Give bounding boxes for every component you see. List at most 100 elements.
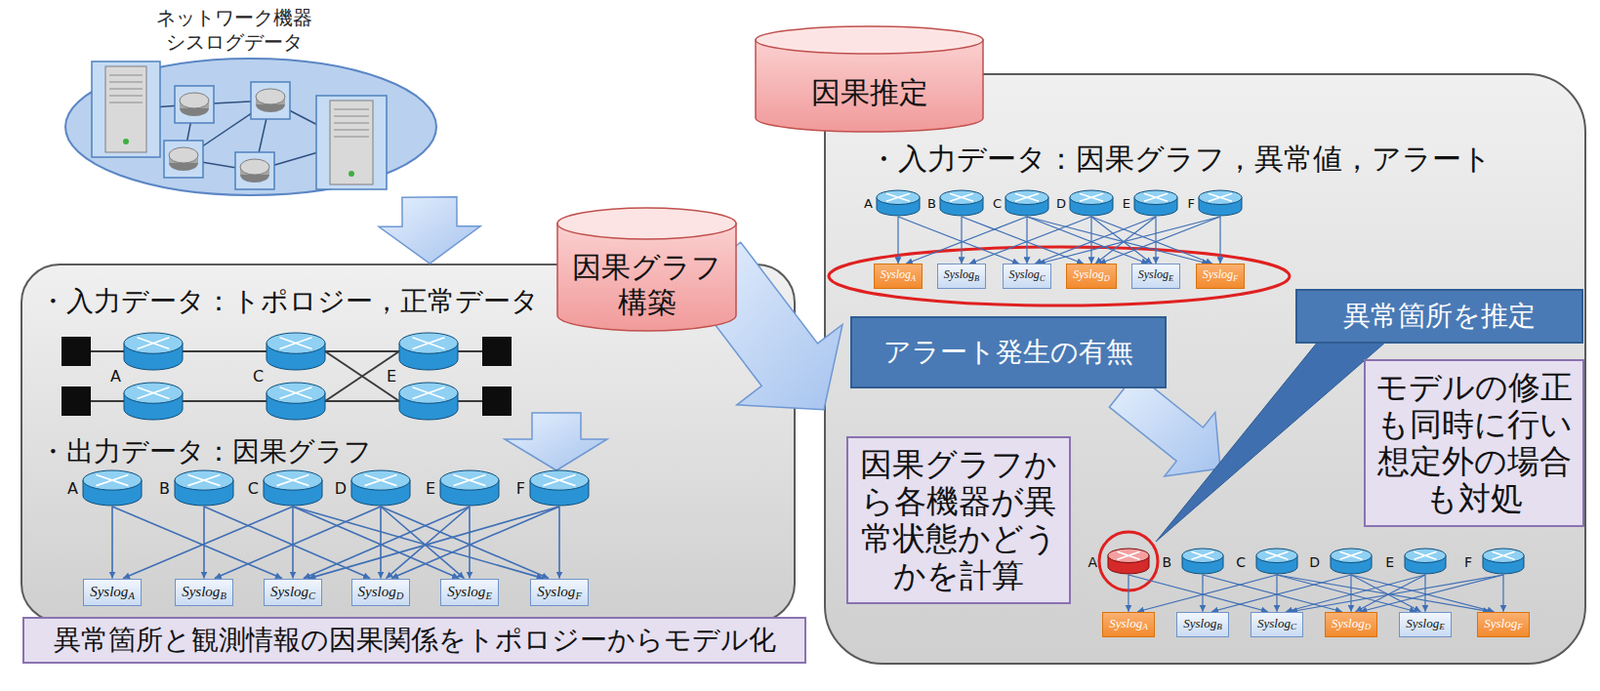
syslog-text: B (219, 590, 226, 602)
router-arrows (1015, 193, 1039, 202)
router-top (1182, 548, 1224, 564)
syslog-text: B (974, 274, 980, 284)
router-node: D (1068, 189, 1114, 217)
router-arrows (453, 475, 487, 487)
syslog-text: F (1517, 621, 1523, 632)
router-outline (1107, 547, 1150, 575)
router-top (440, 470, 499, 491)
router-icon (1005, 190, 1049, 216)
router-outline (875, 189, 921, 217)
router-arrows (280, 337, 313, 350)
syslog-text: F (574, 590, 581, 602)
summary-band: 異常箇所と観測情報の因果関係をトポロジーからモデル化 (22, 616, 807, 664)
router-icon (1069, 190, 1113, 216)
node-text: アラート発生の有無 (883, 336, 1134, 369)
topology-link (457, 350, 483, 353)
router-top (123, 332, 183, 354)
router-icon (1330, 548, 1372, 575)
syslog-box: SyslogD (351, 578, 411, 608)
router-letter: E (425, 480, 436, 498)
router-outline (1068, 189, 1114, 217)
syslog-text: A (1142, 621, 1149, 632)
router-outline (439, 469, 500, 507)
flow-arrow (1108, 373, 1221, 477)
causal-arrow (1099, 216, 1221, 264)
router-outline (82, 469, 143, 507)
causal-arrow (385, 506, 470, 579)
network-router (164, 140, 204, 178)
router-top (530, 470, 589, 491)
router-arrows (1079, 193, 1104, 202)
router-icon (1482, 548, 1524, 575)
syslog-text: Syslog (1009, 267, 1040, 282)
router-icon (1182, 548, 1224, 575)
causal-arrow (1355, 574, 1426, 613)
topology-link (325, 351, 400, 402)
router-icon (1107, 548, 1149, 575)
router-top (1482, 548, 1524, 564)
router-arrows (137, 337, 170, 350)
router-arrows (280, 387, 313, 400)
causal-arrow (379, 506, 382, 579)
router-icon (940, 190, 984, 216)
router-arrows (949, 193, 974, 202)
syslog-text: D (1104, 274, 1110, 284)
syslog-text: Syslog (536, 583, 575, 600)
router-icon (399, 382, 458, 420)
router-node: E (439, 469, 500, 507)
causal-arrow (898, 216, 1020, 264)
network-cloud: ネットワーク機器 シスログデータ (60, 5, 442, 198)
causal-arrow (1201, 574, 1203, 613)
router-top (1069, 190, 1113, 206)
syslog-text: C (1039, 274, 1046, 284)
causal-arrow (1091, 216, 1152, 264)
note-box: 因果グラフから各機器が異常状態かどうかを計算 (846, 436, 1071, 605)
router-arrows (365, 475, 398, 487)
router-arrows (188, 475, 221, 487)
router-top (174, 470, 234, 491)
host-square (61, 386, 91, 416)
topology-link (182, 400, 267, 403)
router-icon (876, 190, 920, 216)
causal-arrow (1359, 574, 1504, 613)
syslog-text: D (1364, 621, 1372, 632)
router-arrows (1265, 551, 1288, 560)
causal-arrow (203, 506, 206, 579)
router-node: D (350, 469, 411, 507)
syslog-text: Syslog (1072, 267, 1104, 282)
syslog-text: E (1438, 621, 1445, 632)
syslog-box: SyslogE (1131, 263, 1181, 288)
router-node: A (82, 469, 143, 507)
router-node: B (173, 469, 235, 507)
router-letter: D (1056, 197, 1067, 211)
syslog-text: B (1216, 621, 1223, 632)
syslog-text: C (308, 590, 316, 602)
router-letter: A (110, 367, 122, 386)
router-letter: B (1161, 555, 1172, 571)
down-arrow (504, 412, 608, 471)
router-icon (1134, 190, 1178, 216)
router-top (1256, 548, 1298, 564)
router-arrows (1208, 193, 1232, 202)
node-text: 因果グラフから各機器が異常状態かどうかを計算 (858, 446, 1060, 595)
causal-arrow (1502, 574, 1504, 613)
node-heading: ネットワーク機器 シスログデータ (148, 5, 321, 55)
host-square (482, 386, 512, 416)
router-outline (1004, 189, 1050, 217)
router-top (399, 382, 458, 404)
syslog-text: Syslog (1183, 615, 1217, 631)
router-node: E (1403, 547, 1447, 575)
syslog-box: SyslogD (1066, 263, 1116, 288)
router-outline (1403, 547, 1447, 575)
panel-text: ・入力データ：因果グラフ，異常値，アラート (868, 141, 1492, 177)
syslog-text: Syslog (1405, 615, 1439, 631)
syslog-text: Syslog (1257, 615, 1291, 631)
router-node: A (1107, 547, 1150, 575)
router-node: F (1197, 189, 1243, 217)
router-node: F (529, 469, 590, 507)
causal-arrow (969, 216, 1092, 264)
syslog-text: A (910, 274, 916, 284)
router-outline (939, 189, 985, 217)
causal-arrow (905, 216, 1027, 264)
causal-arrow (1285, 574, 1426, 613)
